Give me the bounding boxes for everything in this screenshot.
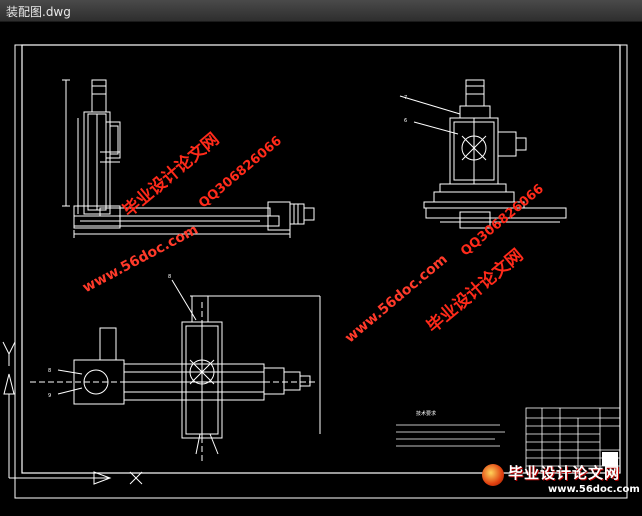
balloon-8b: 8 (48, 368, 51, 374)
notes-title: 技术要求 (416, 410, 436, 417)
title-block (525, 407, 621, 474)
technical-notes (396, 424, 505, 447)
balloon-9: 9 (48, 393, 51, 399)
balloon-8: 8 (168, 274, 171, 280)
footer-brand: 毕业设计论文网 (508, 464, 621, 482)
ucs-icon (2, 341, 143, 485)
balloon-7: 7 (404, 95, 407, 101)
view-top-bottom (30, 279, 321, 462)
view-side-left (62, 79, 315, 238)
cad-drawing: 7 6 (2, 44, 628, 499)
footer-logo: 毕业设计论文网 www.56doc.com (478, 460, 640, 512)
drawing-frame (21, 44, 621, 474)
balloon-6: 6 (404, 118, 407, 124)
footer-url: www.56doc.com (548, 484, 640, 495)
view-front-right (399, 79, 567, 229)
drawing-canvas[interactable]: 7 6 (0, 22, 642, 516)
window-title: 装配图.dwg (6, 5, 71, 19)
window-titlebar: 装配图.dwg (0, 0, 642, 22)
logo-mark-icon (482, 464, 504, 486)
